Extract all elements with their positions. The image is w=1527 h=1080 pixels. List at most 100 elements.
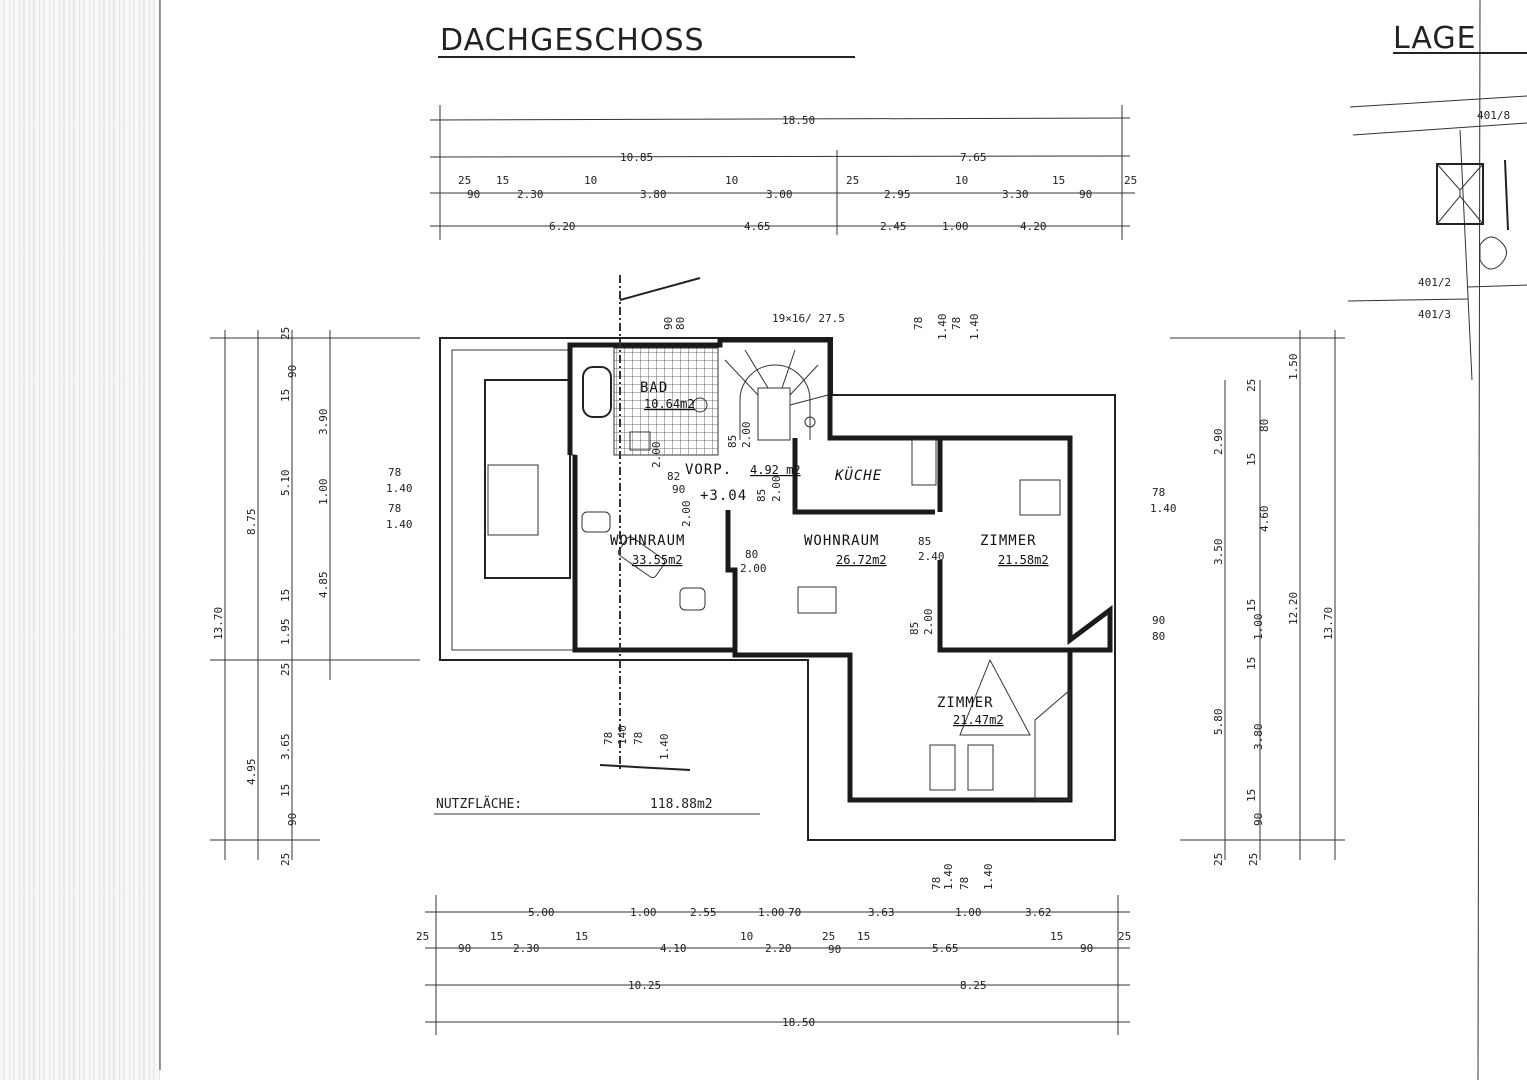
attic-room-left [484, 379, 571, 579]
dimension-label: 25 [846, 174, 859, 187]
dimension-label: 10 [955, 174, 968, 187]
dimension-label: 2.00 [680, 501, 693, 528]
dimension-label: 70 [788, 906, 801, 919]
dimension-label: 18.50 [782, 114, 815, 127]
exterior-walls [567, 337, 1113, 803]
dimension-label: 1.40 [386, 518, 413, 531]
dimension-label: 3.65 [279, 734, 292, 761]
attic-space-left [451, 349, 576, 651]
dimension-label: 4.60 [1258, 506, 1271, 533]
dimension-label: 1.00 [955, 906, 982, 919]
dimension-label: 4.85 [317, 572, 330, 599]
bedroom-wall [937, 560, 1070, 653]
dimension-label: 1.40 [942, 864, 955, 891]
usable-area-value: 118.88m2 [650, 797, 713, 812]
dimension-label: 25 [458, 174, 471, 187]
dimension-label: 25 [1212, 853, 1225, 866]
dimension-label: 2.20 [765, 942, 792, 955]
usable-area-label: NUTZFLÄCHE: [436, 796, 522, 812]
dimension-label: 78 [930, 877, 943, 890]
dimension-label: 2.00 [922, 609, 935, 636]
room-name-zimmer-2: ZIMMER [937, 695, 994, 711]
bed-icon [967, 744, 994, 791]
dimension-label: 1.40 [982, 864, 995, 891]
dimension-label: 5.80 [1212, 709, 1225, 736]
dimension-label: 25 [416, 930, 429, 943]
dimension-label: 90 [286, 365, 299, 378]
roof-outline [439, 337, 1116, 841]
dimension-label: 78 [958, 877, 971, 890]
bathroom-tiles [613, 347, 719, 456]
dimension-label: 90 [286, 813, 299, 826]
dimension-label: 15 [279, 784, 292, 797]
dimension-label: 80 [745, 548, 758, 561]
site-plan-title: LAGE [1393, 21, 1477, 56]
interior-wall [725, 510, 738, 650]
dimension-label: 90 [1080, 942, 1093, 955]
dimension-label: 2.30 [517, 188, 544, 201]
dimension-label: 80 [674, 317, 687, 330]
room-name-bad: BAD [640, 380, 668, 396]
dimension-label: 78 [388, 466, 401, 479]
dimension-label: 78 [388, 502, 401, 515]
tree-icon [1479, 236, 1507, 270]
dimension-label: 4.95 [245, 759, 258, 786]
dimension-label: 1.40 [1150, 502, 1177, 515]
dimension-label: 3.90 [317, 409, 330, 436]
bed-icon [487, 464, 539, 536]
dimension-label: 10 [584, 174, 597, 187]
dimension-label: 8.75 [245, 509, 258, 536]
sink-icon [629, 431, 651, 451]
house-footprint-icon [1436, 163, 1484, 225]
dimension-label: 15 [279, 589, 292, 602]
dimension-label: 1.00 [942, 220, 969, 233]
room-name-wohnraum-1: WOHNRAUM [610, 533, 685, 549]
dimension-label: 3.80 [640, 188, 667, 201]
dimension-label: 1.00 [1252, 614, 1265, 641]
dimension-label: 15 [496, 174, 509, 187]
dimension-label: 78 [602, 732, 615, 745]
room-area-wohnraum-2: 26.72m2 [836, 553, 887, 567]
dimension-label: 85 [918, 535, 931, 548]
parcel-label: 401/2 [1418, 276, 1451, 289]
dimension-label: 25 [1245, 379, 1258, 392]
dimension-label: 10 [740, 930, 753, 943]
dimension-label: 15 [279, 389, 292, 402]
dimension-label: 2.00 [740, 422, 753, 449]
dimension-label: 8.25 [960, 979, 987, 992]
dining-table-icon [797, 586, 837, 614]
dimension-label: 13.70 [212, 607, 225, 640]
toilet-icon [692, 397, 708, 413]
chair-icon [581, 511, 611, 533]
bathtub-icon [582, 366, 612, 418]
dimension-label: 15 [1245, 599, 1258, 612]
dimension-lines [210, 105, 1345, 1035]
dimension-label: 12.20 [1287, 592, 1300, 625]
room-area-zimmer-1: 21.58m2 [998, 553, 1049, 567]
dimension-label: 2.95 [884, 188, 911, 201]
dimension-label: 2.55 [690, 906, 717, 919]
dimension-label: 4.20 [1020, 220, 1047, 233]
sofa-icon [617, 536, 666, 579]
parcel-label: 401/3 [1418, 308, 1451, 321]
dimension-label: 78 [1152, 486, 1165, 499]
room-name-wohnraum-2: WOHNRAUM [804, 533, 879, 549]
dimension-label: 10.85 [620, 151, 653, 164]
dimension-label: 25 [1118, 930, 1131, 943]
dimension-label: 2.00 [770, 476, 783, 503]
dimension-label: 85 [755, 489, 768, 502]
site-plan-border [1477, 0, 1481, 1080]
dimension-label: 1.40 [968, 314, 981, 341]
dimension-label: 1.00 [317, 479, 330, 506]
dimension-label: 10.25 [628, 979, 661, 992]
dimension-label: 1.40 [386, 482, 413, 495]
stair-note: 19×16/ 27.5 [772, 312, 845, 325]
dimension-label: 18.50 [782, 1016, 815, 1029]
room-name-kueche: KÜCHE [834, 466, 882, 484]
kitchen-walls [792, 438, 935, 515]
armchair-icon [679, 587, 706, 611]
scan-noise-strip [0, 0, 160, 1080]
dimension-label: 1.40 [658, 734, 671, 761]
dimension-label: 90 [1252, 813, 1265, 826]
